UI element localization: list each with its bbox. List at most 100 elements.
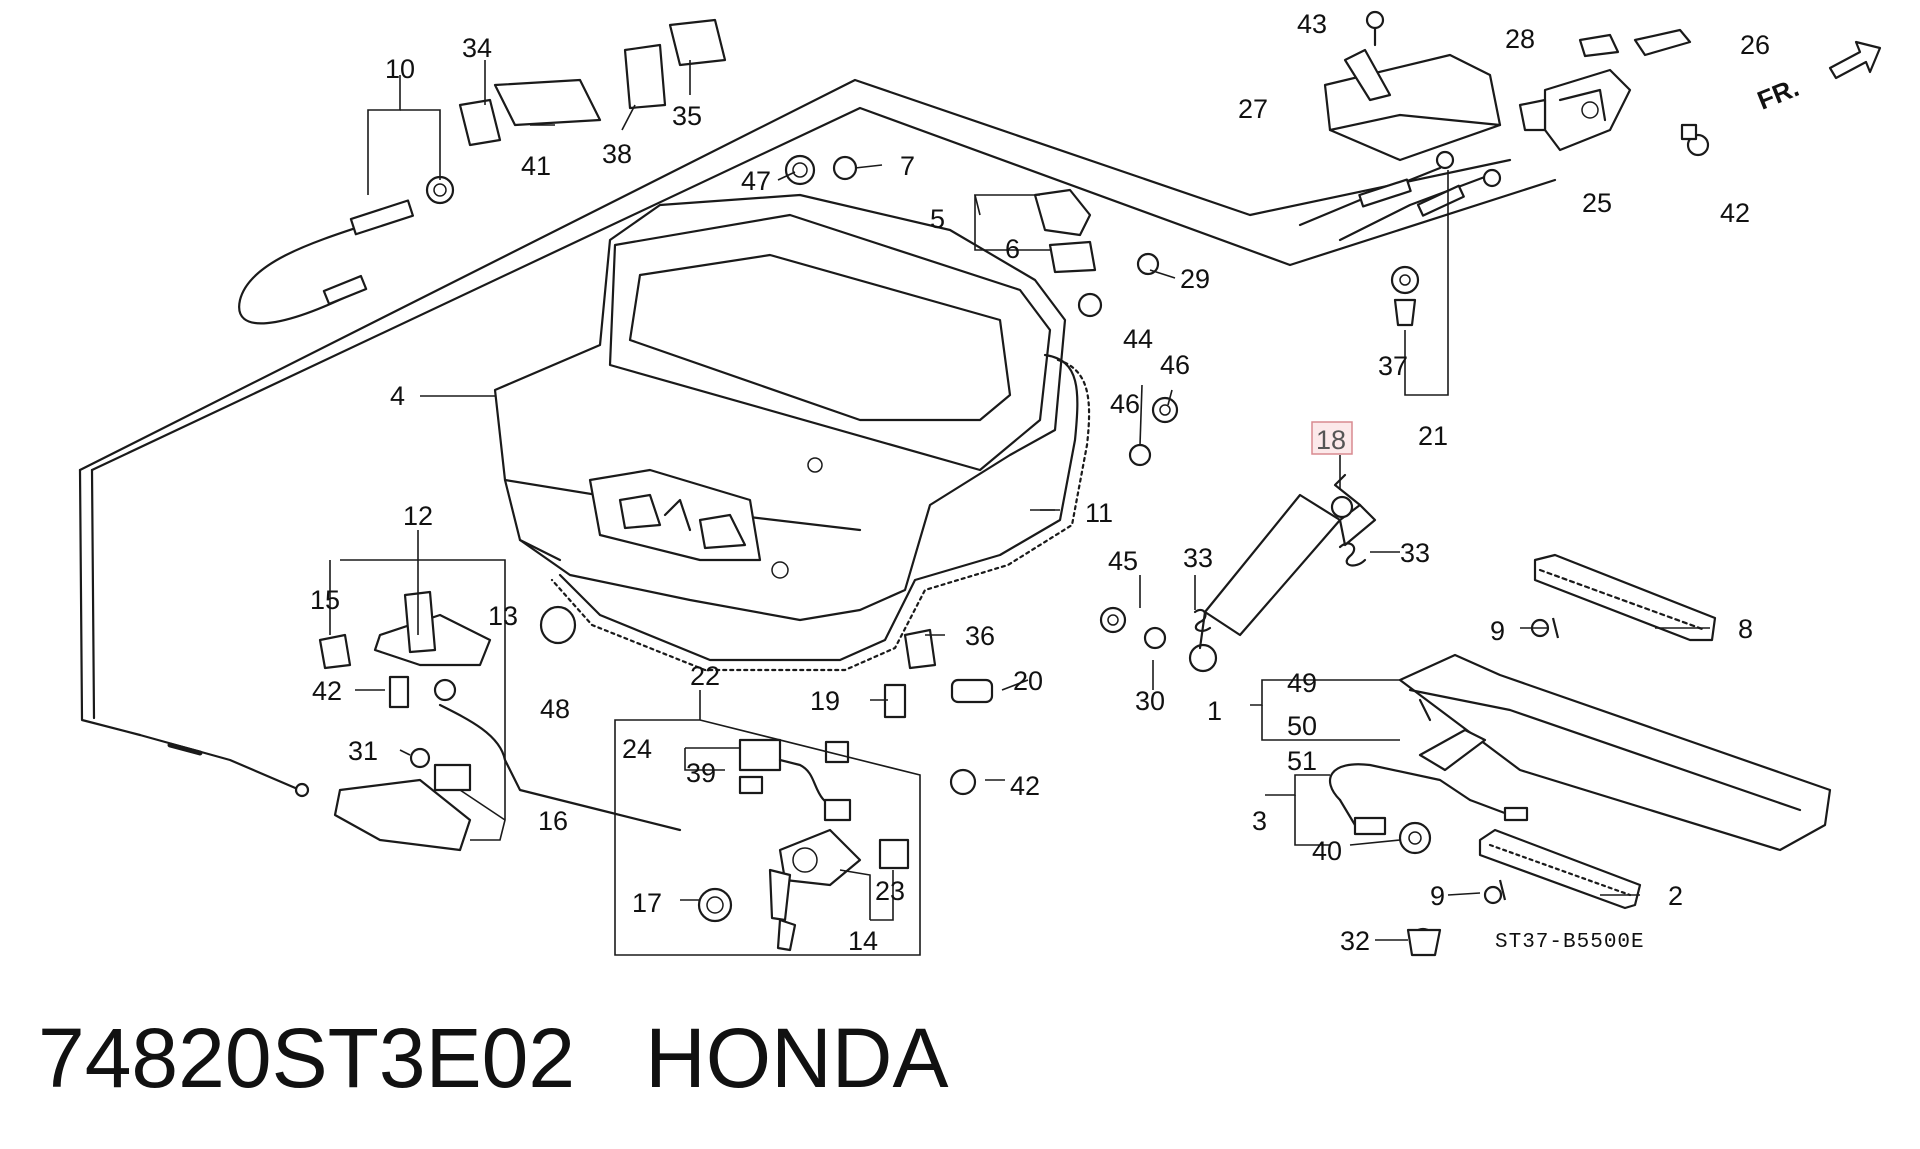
latch-bracket-icon [1578,33,1620,58]
stop-light-lens [1478,828,1642,910]
pad-icon [493,78,602,127]
callout-42b: 42 [312,676,342,706]
washer-icon [1099,606,1127,634]
tailgate-gas-strut [1188,473,1377,673]
callout-33a: 33 [1183,543,1213,573]
callout-34: 34 [462,33,492,63]
bolt-icon [1680,123,1710,157]
callout-3: 3 [1252,806,1267,836]
callout-46a: 46 [1160,350,1190,380]
strut-clip-icon [1338,542,1367,567]
part-number: 74820ST3E02 [38,1011,576,1105]
callout-33b: 33 [1400,538,1430,568]
light-wire-harness [1329,763,1529,855]
callout-9a: 9 [1490,616,1505,646]
callout-17: 17 [632,888,662,918]
callout-41: 41 [521,151,551,181]
callout-44: 44 [1123,324,1153,354]
callout-31: 31 [348,736,378,766]
callout-43: 43 [1297,9,1327,39]
callout-20: 20 [1013,666,1043,696]
drawing-code: ST37-B5500E [1495,931,1645,954]
clip-icon [668,18,727,67]
brand-name: HONDA [645,1011,949,1105]
spoiler-seal [1418,728,1487,772]
cable-clamp [1390,265,1420,327]
callout-29: 29 [1180,264,1210,294]
bolt-icon [388,675,410,709]
callout-35: 35 [672,101,702,131]
callout-14: 14 [848,926,878,956]
callout-40: 40 [1312,836,1342,866]
callout-28: 28 [1505,24,1535,54]
callout-42: 42 [1720,198,1750,228]
callout-1: 1 [1207,696,1222,726]
lock-cover [1323,48,1502,162]
tailgate-hinge [1033,188,1092,237]
callout-37: 37 [1378,351,1408,381]
washer-icon [1107,614,1119,626]
callout-42c: 42 [1010,771,1040,801]
callout-26: 26 [1740,30,1770,60]
front-arrow: FR. [1753,40,1882,116]
callout-38: 38 [602,139,632,169]
fuel-lid-cable [238,175,455,325]
striker-bracket [373,590,492,667]
bump-rubber [539,605,577,645]
callout-2: 2 [1668,881,1683,911]
latch-pad-icon [1633,28,1692,57]
callout-11: 11 [1085,498,1113,528]
callout-12: 12 [403,501,433,531]
switch-icon [883,683,907,719]
screw-icon [1365,10,1385,47]
callout-46b: 46 [1110,389,1140,419]
screw-icon [1498,617,1560,901]
callout-24: 24 [622,734,652,764]
callout-51: 51 [1287,746,1317,776]
cylinder-cable [1298,150,1502,242]
tailgate-weatherstrip [550,353,1091,672]
callout-23: 23 [875,876,905,906]
opener-rod [438,703,682,832]
callout-9b: 9 [1430,881,1445,911]
callout-39: 39 [686,758,716,788]
clip-icon [1406,928,1442,957]
callout-30: 30 [1135,686,1165,716]
bracket-icon [458,98,502,147]
callout-13: 13 [488,601,518,631]
clip-icon [318,633,352,670]
callout-22: 22 [690,661,720,691]
caption: 74820ST3E02 HONDA [38,1010,948,1107]
callout-15: 15 [310,585,340,615]
opener-handle [333,763,472,852]
callout-32: 32 [1340,926,1370,956]
callout-48: 48 [540,694,570,724]
leader-lines [329,60,1710,956]
callout-47: 47 [741,166,771,196]
tailgate-latch [1518,68,1632,152]
callout-6: 6 [1005,234,1020,264]
callout-7: 7 [900,151,915,181]
plug-icon [950,678,994,704]
callout-27: 27 [1238,94,1268,124]
front-arrow-label: FR. [1753,72,1803,116]
high-mount-light [1533,553,1717,642]
callout-36: 36 [965,621,995,651]
callout-50: 50 [1287,711,1317,741]
callout-49: 49 [1287,668,1317,698]
callout-labels: 43 28 26 10 34 35 27 25 42 41 38 47 7 5 … [310,9,1770,956]
callout-10: 10 [385,54,415,84]
callout-18: 18 [1316,425,1346,455]
strut-clip-icon [1193,608,1212,632]
clip-icon [623,43,667,110]
tailgate-panel [493,193,1067,622]
bumper-stop-icon [903,628,937,670]
rear-spoiler [1398,653,1832,852]
callout-8: 8 [1738,614,1753,644]
highlight-box [1311,421,1353,455]
callout-4: 4 [390,381,405,411]
lock-cylinder-assembly [738,738,910,952]
callout-16: 16 [538,806,568,836]
callout-25: 25 [1582,188,1612,218]
